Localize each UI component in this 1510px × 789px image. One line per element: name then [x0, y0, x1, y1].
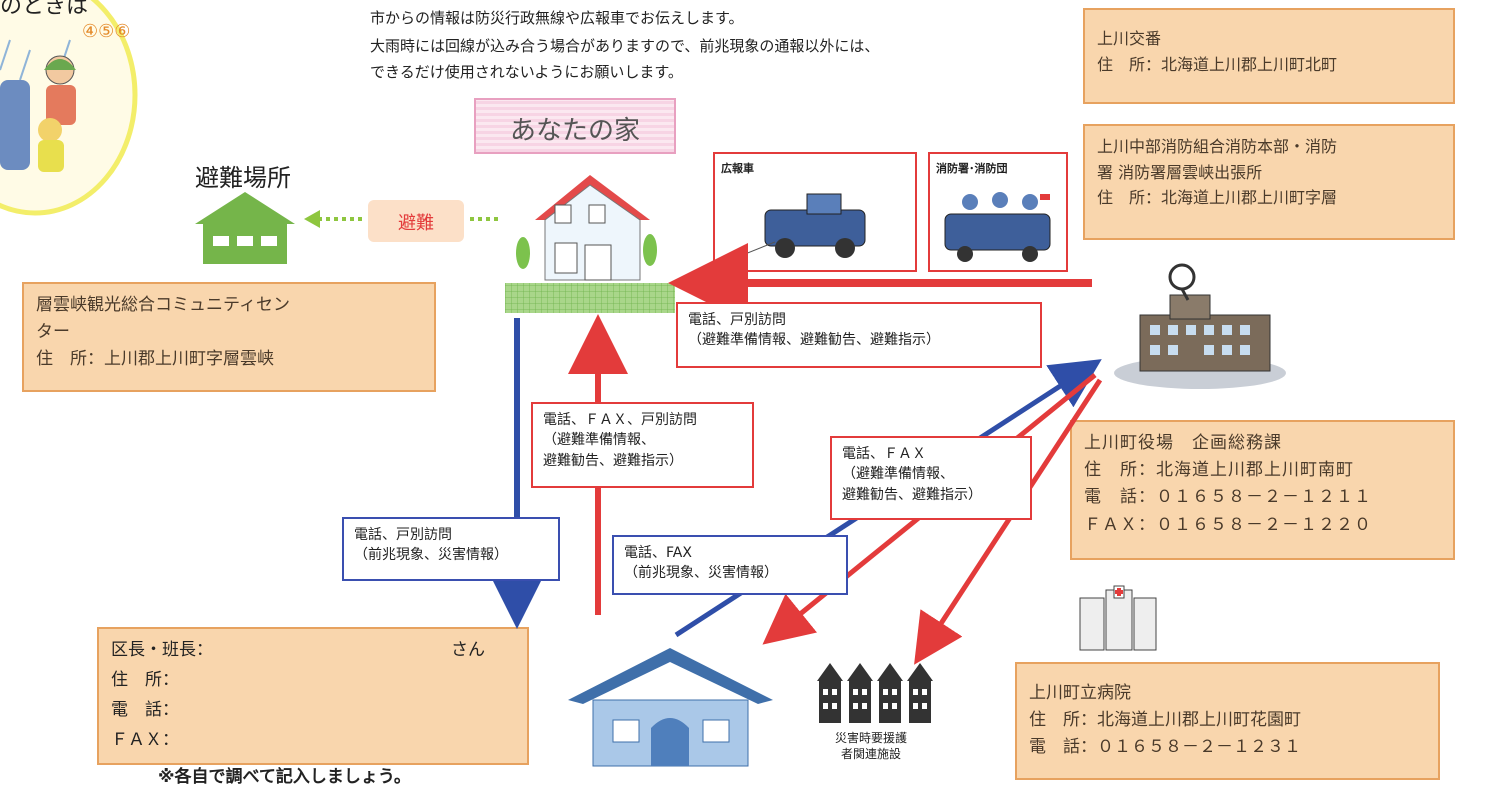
town-hall-info: 上川町役場 企画総務課 住 所：北海道上川郡上川町南町 電 話：０１６５８－２－…: [1070, 420, 1455, 560]
fire-panel: 消防署･消防団: [928, 152, 1068, 272]
hospital-icon: [1078, 584, 1158, 652]
pr-car-label: 広報車: [721, 162, 754, 175]
your-house-label-text: あなたの家: [509, 116, 640, 146]
community-house-illustration: [563, 640, 778, 770]
header-line-3: できるだけ使用されないようにお願いします。: [370, 63, 683, 81]
fire-label: 消防署･消防団: [936, 162, 1008, 175]
evacuation-tag-label: 避難: [398, 213, 434, 234]
shelter-info-box: 層雲峡観光総合コミュニティセン ター 住 所：上川郡上川町字層雲峡: [22, 282, 436, 392]
msg-community-to-hall: 電話、FAX （前兆現象、災害情報）: [612, 535, 848, 595]
chief-address: 住 所：: [111, 670, 179, 690]
chief-phone: 電 話：: [111, 700, 179, 720]
evacuation-tag: 避難: [368, 200, 464, 242]
circled-numbers: ④⑤⑥: [82, 21, 131, 42]
chief-san: さん: [451, 640, 485, 660]
police-box-info: 上川交番 住 所：北海道上川郡上川町北町: [1083, 8, 1455, 104]
corner-caption: のときは: [0, 0, 89, 19]
shelter-building-icon: [195, 190, 295, 266]
shelter-title: 避難場所: [195, 164, 291, 192]
town-hall-illustration: [1110, 255, 1290, 390]
header-line-2: 大雨時には回線が込み合う場合がありますので、前兆現象の通報以外には、: [370, 37, 880, 55]
header-line-1: 市からの情報は防災行政無線や広報車でお伝えします。: [370, 9, 744, 27]
your-house-label: あなたの家: [474, 98, 676, 154]
fire-truck-icon: [944, 192, 1051, 262]
your-house-illustration: [505, 165, 675, 315]
care-facility-icon: [812, 655, 947, 725]
rain-illustration: [0, 0, 150, 230]
pr-car-icon: [745, 193, 866, 258]
msg-hall-to-community: 電話、ＦＡＸ （避難準備情報、 避難勧告、避難指示）: [830, 436, 1032, 520]
chief-label: 区長・班長：: [111, 640, 213, 660]
evac-arrowhead: [304, 210, 320, 228]
care-facility-label: 災害時要援護 者関連施設: [835, 731, 908, 762]
footnote: ※各自で調べて記入しましょう。: [158, 767, 411, 787]
fire-dept-info: 上川中部消防組合消防本部・消防 署 消防署層雲峡出張所 住 所：北海道上川郡上川…: [1083, 124, 1455, 240]
msg-house-to-chief: 電話、戸別訪問 （前兆現象、災害情報）: [342, 517, 560, 581]
msg-community-to-house: 電話、ＦＡＸ、戸別訪問 （避難準備情報、 避難勧告、避難指示）: [531, 402, 754, 488]
msg-hall-to-house: 電話、戸別訪問 （避難準備情報、避難勧告、避難指示）: [676, 302, 1042, 368]
chief-fax: ＦＡＸ：: [111, 730, 179, 750]
hospital-info: 上川町立病院 住 所：北海道上川郡上川町花園町 電 話：０１６５８－２－１２３１: [1015, 662, 1440, 780]
chief-info-box: 区長・班長： さん 住 所： 電 話： ＦＡＸ：: [97, 627, 529, 765]
